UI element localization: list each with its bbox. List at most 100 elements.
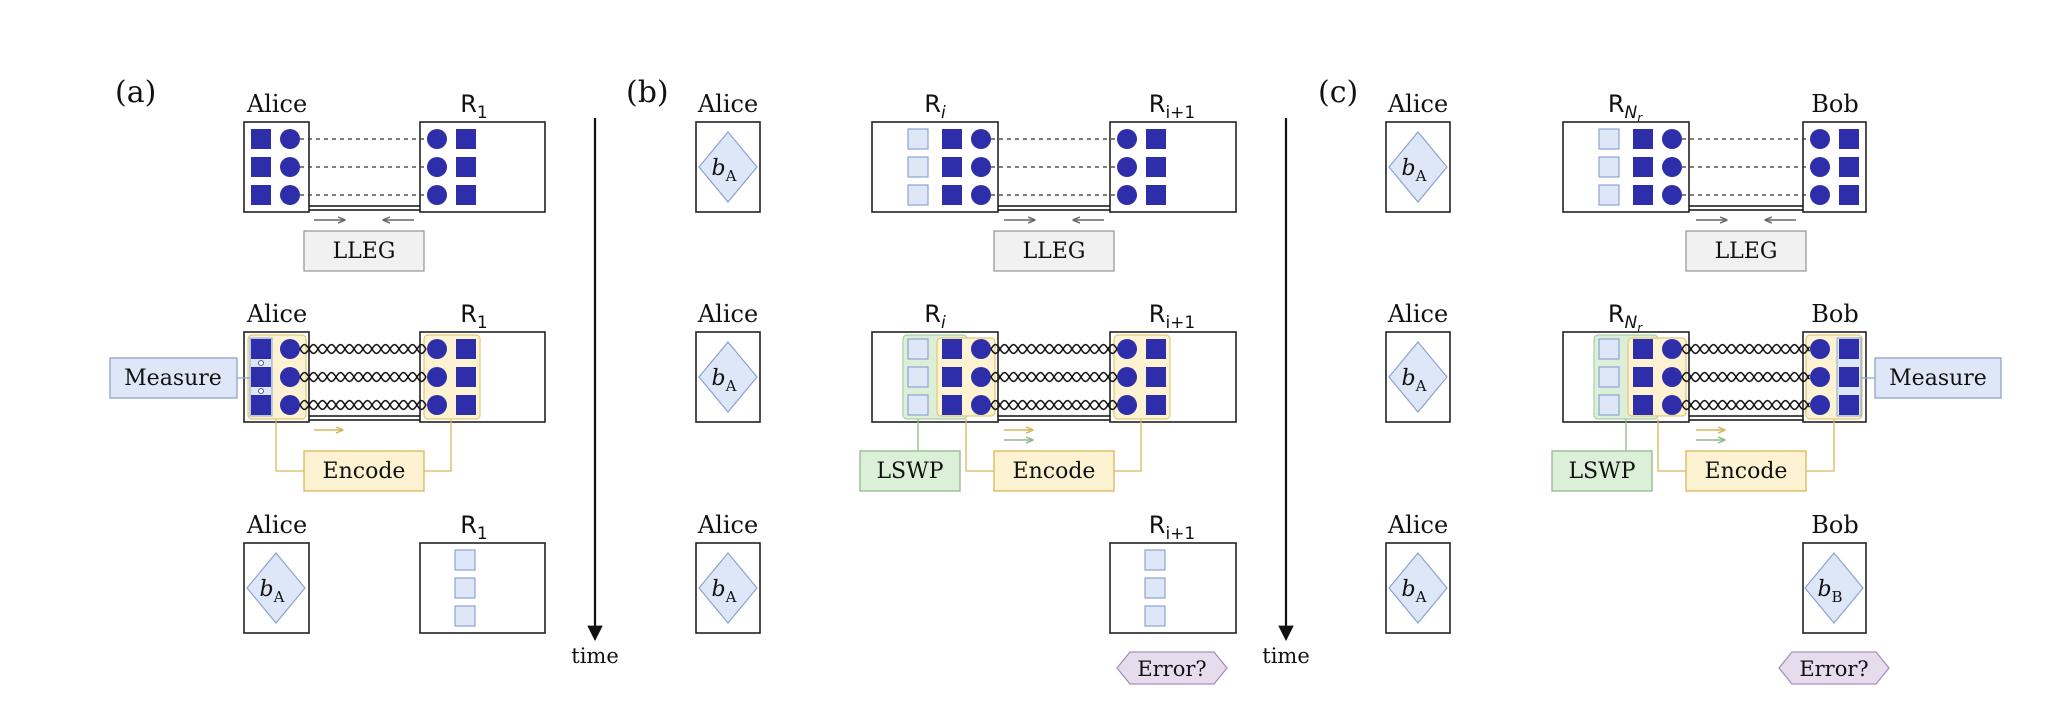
- pending-links: [300, 138, 427, 196]
- svg-text:Alice: Alice: [1387, 300, 1448, 328]
- encode-label: Encode: [323, 459, 406, 484]
- lswp-box: [859, 450, 961, 492]
- logical-bit-diamond: [1804, 552, 1864, 624]
- encode-label: Encode: [1705, 459, 1788, 484]
- entangled-links: [299, 343, 427, 411]
- alice-column: Alice bA Alice bA Alice bA: [1385, 90, 1451, 634]
- node-title-r1: R1: [460, 511, 488, 544]
- node-title-alice: Alice: [246, 511, 307, 539]
- logical-bit-alice: bA: [260, 577, 285, 606]
- encode-box: [303, 450, 425, 492]
- memory-rnr: [1598, 338, 1682, 416]
- encode-label: Encode: [1013, 459, 1096, 484]
- node-title-rnr: RNr: [1608, 90, 1643, 125]
- entanglement-wave: [299, 371, 427, 383]
- entangled-links: [1681, 343, 1811, 411]
- measure-box: [109, 357, 238, 399]
- memory-ri1: [1117, 129, 1166, 205]
- logical-bit-diamond: [246, 552, 306, 624]
- entanglement-wave: [1681, 371, 1811, 383]
- svg-text:bA: bA: [712, 577, 737, 606]
- entanglement-wave: [1681, 371, 1811, 383]
- error-label: Error?: [1137, 657, 1206, 681]
- measure-label: Measure: [124, 366, 222, 391]
- svg-text:bA: bA: [712, 366, 737, 395]
- svg-text:Alice: Alice: [1387, 90, 1448, 118]
- node-title-alice: Alice: [246, 300, 307, 328]
- lswp-label: LSWP: [876, 459, 943, 484]
- svg-text:Alice: Alice: [697, 511, 758, 539]
- svg-text:bA: bA: [712, 156, 737, 185]
- pending-links: [991, 138, 1117, 196]
- lleg-label: LLEG: [333, 239, 396, 264]
- node-title-ri1: Ri+1: [1149, 511, 1195, 544]
- memory-bob: [1810, 339, 1859, 415]
- memory-bob: [1810, 129, 1859, 205]
- lswp-box: [1551, 450, 1653, 492]
- node-title-alice: Alice: [246, 90, 307, 118]
- memory-alice: [251, 129, 300, 205]
- entanglement-wave: [1681, 343, 1811, 355]
- memory-r1: [427, 339, 476, 415]
- memory-r1: [427, 129, 476, 205]
- panel-a-label: (a): [115, 75, 156, 110]
- entanglement-wave: [299, 399, 427, 411]
- svg-text:bA: bA: [1402, 156, 1427, 185]
- memory-alice: [251, 339, 300, 415]
- entanglement-wave: [299, 343, 427, 355]
- error-badge: [1778, 651, 1890, 685]
- encode-box: [1685, 450, 1807, 492]
- error-badge: [1116, 651, 1228, 685]
- error-label: Error?: [1799, 657, 1868, 681]
- node-title-r1: R1: [460, 300, 488, 333]
- entanglement-wave: [990, 399, 1118, 411]
- svg-text:bA: bA: [1402, 577, 1427, 606]
- node-title-bob: Bob: [1811, 511, 1858, 539]
- entanglement-wave: [1681, 399, 1811, 411]
- memory-ri: [907, 128, 991, 206]
- node-title-ri1: Ri+1: [1149, 300, 1195, 333]
- lswp-label: LSWP: [1568, 459, 1635, 484]
- memory-ri: [907, 338, 991, 416]
- entanglement-wave: [1681, 399, 1811, 411]
- node-title-ri: Ri: [924, 300, 946, 333]
- node-title-bob: Bob: [1811, 300, 1858, 328]
- panel-b: (b) Alice bA Alice bA Alice bA Ri Ri+1: [626, 75, 1310, 685]
- idle-memory-ri1: [1144, 549, 1166, 627]
- alice-column: Alice bA Alice bA Alice bA: [695, 90, 761, 634]
- lleg-label: LLEG: [1023, 239, 1086, 264]
- encode-box: [993, 450, 1115, 492]
- measured-indicators: [258, 360, 264, 394]
- svg-text:Alice: Alice: [1387, 511, 1448, 539]
- entangled-links: [990, 343, 1118, 411]
- pending-links: [1682, 138, 1810, 196]
- panel-c-label: (c): [1318, 75, 1358, 110]
- time-label: time: [571, 644, 619, 668]
- svg-text:Alice: Alice: [697, 90, 758, 118]
- node-r1: [419, 542, 546, 634]
- svg-text:bA: bA: [1402, 366, 1427, 395]
- lleg-label: LLEG: [1715, 239, 1778, 264]
- memory-rnr: [1598, 128, 1682, 206]
- panel-b-label: (b): [626, 75, 669, 110]
- entanglement-wave: [990, 343, 1118, 355]
- node-ri1: [1109, 542, 1237, 634]
- panel-a: (a) Alice R1 LLEG Alice R1: [109, 75, 619, 668]
- svg-text:Alice: Alice: [697, 300, 758, 328]
- panel-c: (c) Alice bA Alice bA Alice bA RNr Bob: [1318, 75, 2002, 685]
- lleg-box: [1685, 230, 1807, 272]
- entanglement-wave: [990, 371, 1118, 383]
- measure-box: [1874, 357, 2002, 399]
- memory-ri1: [1117, 339, 1166, 415]
- lleg-box: [993, 230, 1115, 272]
- node-title-r1: R1: [460, 90, 488, 123]
- measure-label: Measure: [1889, 366, 1987, 391]
- lleg-box: [303, 230, 425, 272]
- logical-bit-bob: bB: [1817, 577, 1842, 606]
- node-title-ri1: Ri+1: [1149, 90, 1195, 123]
- entanglement-wave: [1681, 343, 1811, 355]
- node-title-rnr: RNr: [1608, 300, 1643, 335]
- time-label: time: [1262, 644, 1310, 668]
- node-title-bob: Bob: [1811, 90, 1858, 118]
